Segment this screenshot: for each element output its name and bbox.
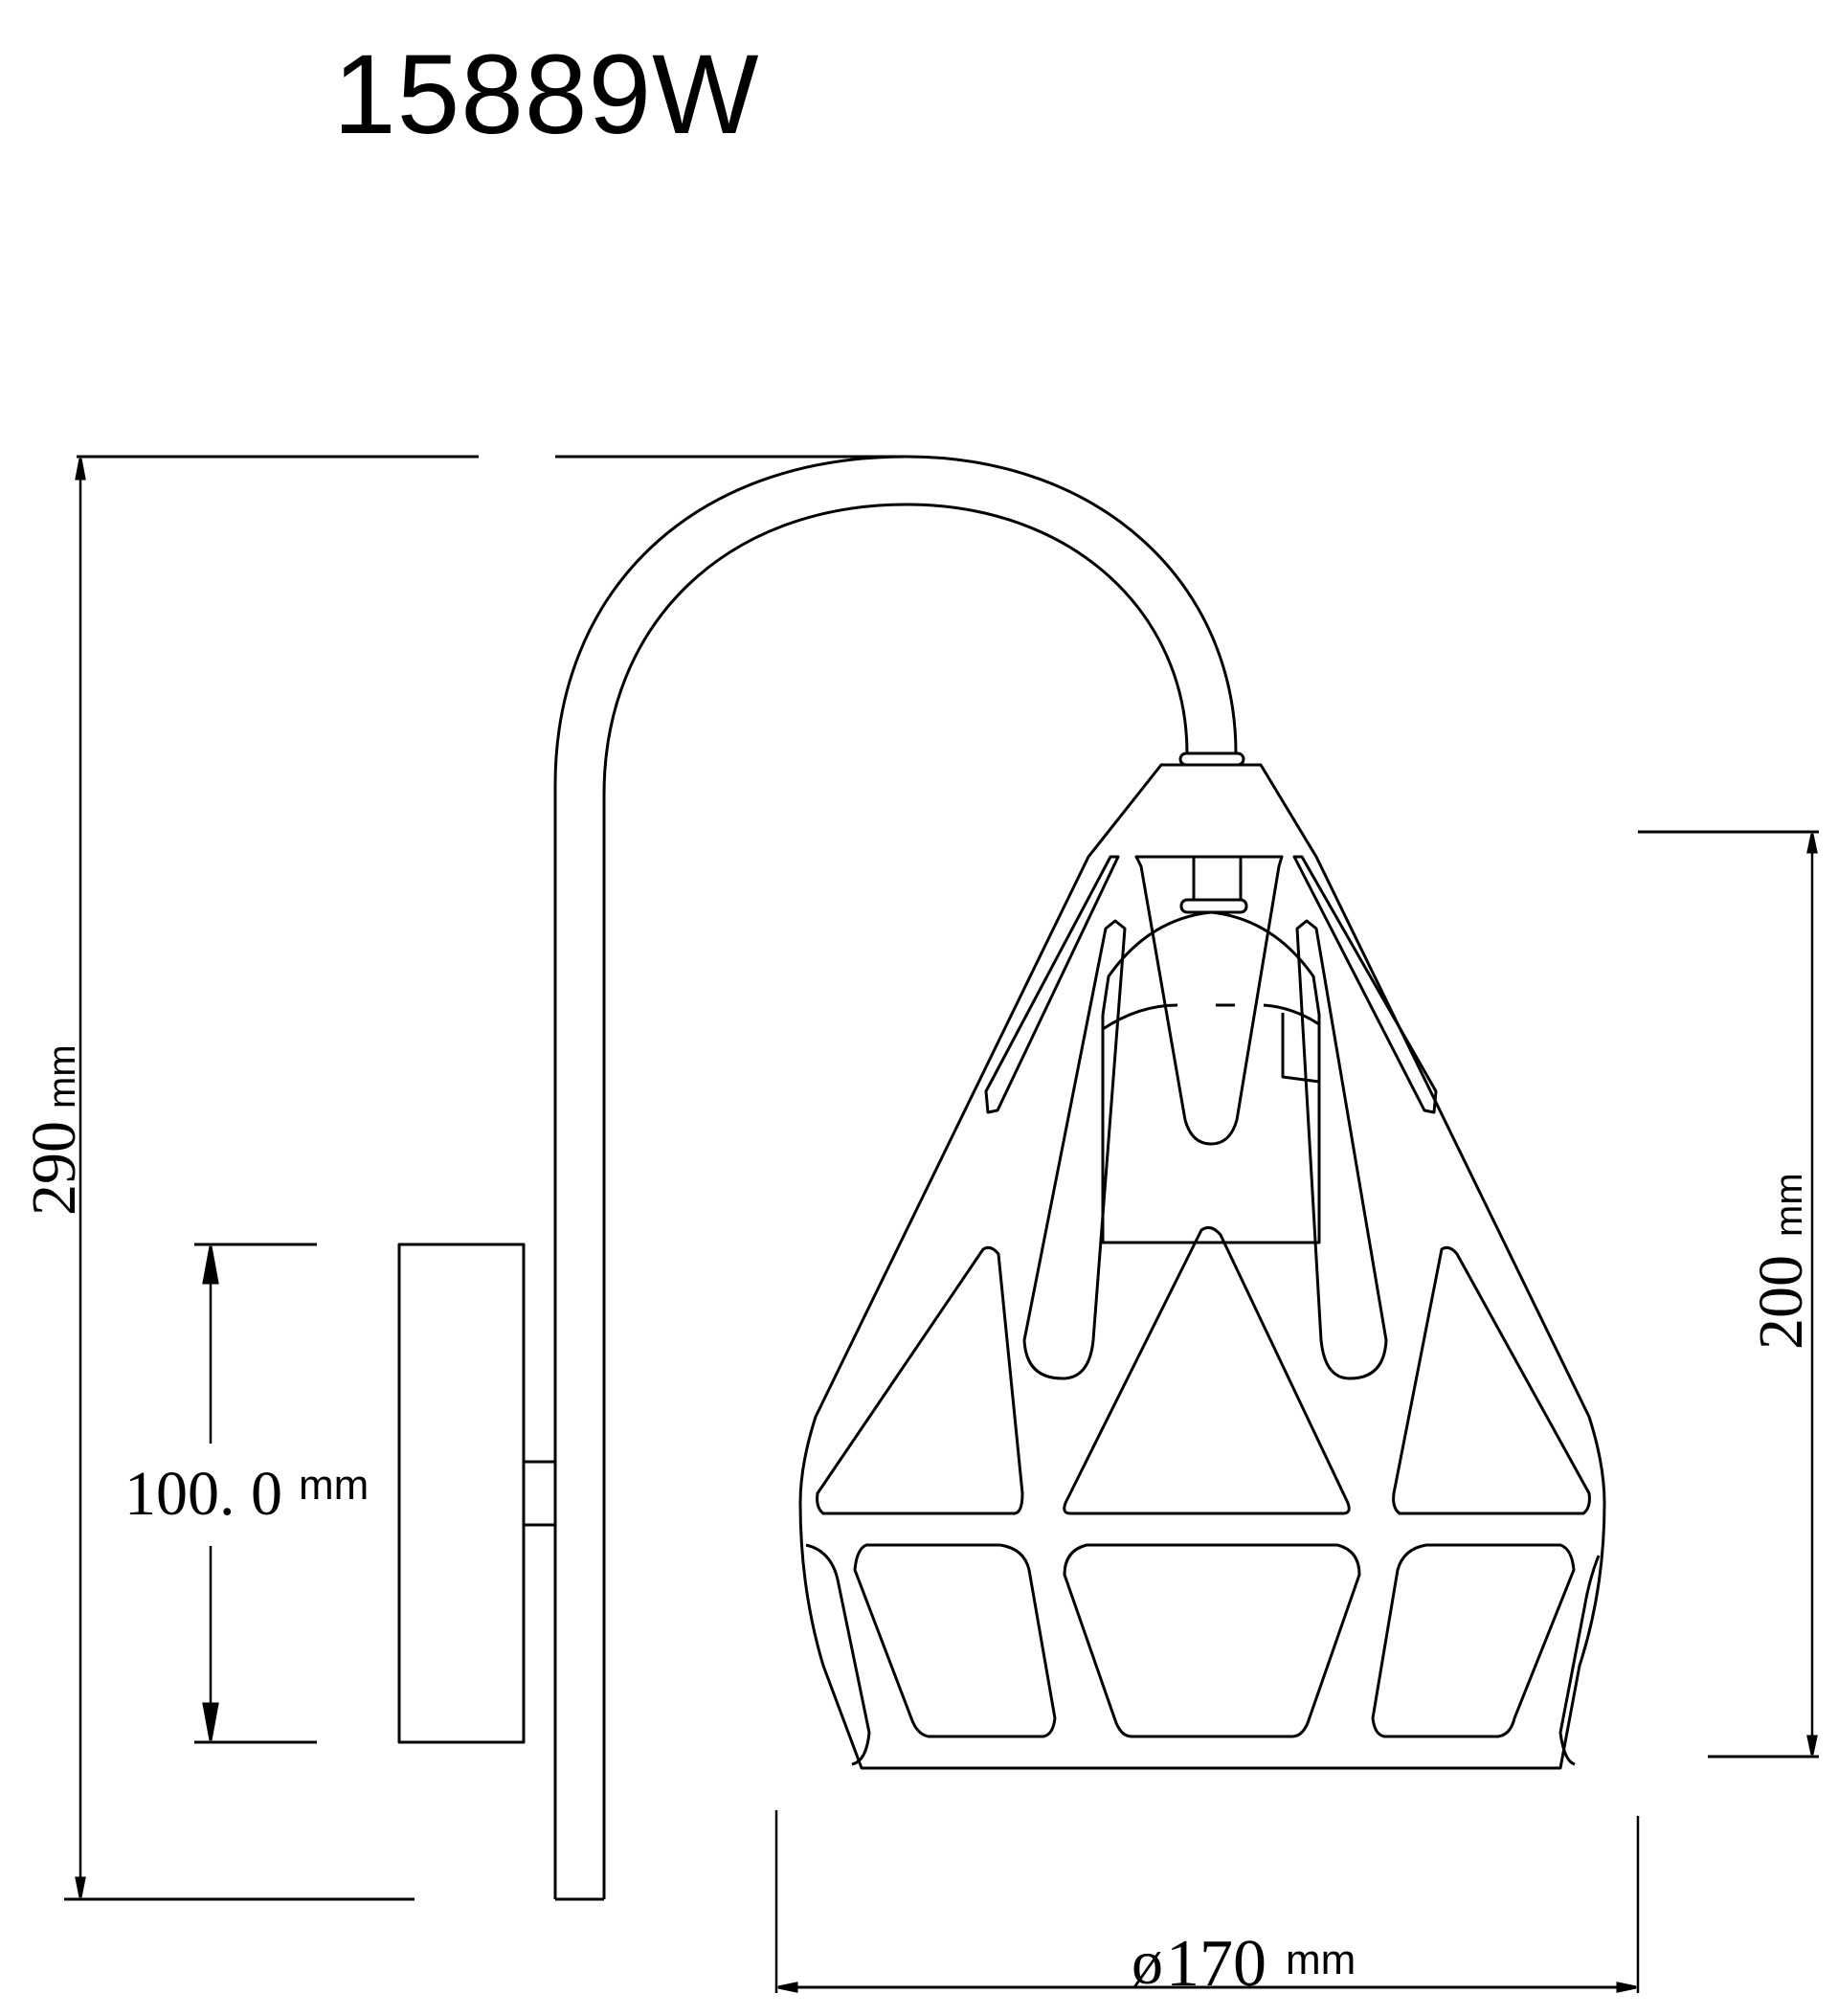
- shade-edge-right: [1558, 1555, 1601, 1766]
- shade-height-value: 200: [1746, 1255, 1816, 1350]
- shade-diameter-symbol: ø: [1132, 1928, 1163, 1998]
- dim-text-overall-height: 290 mm: [19, 1044, 89, 1216]
- shade-opening-tri-right: [1392, 1245, 1591, 1515]
- lamp-holder: [1101, 855, 1321, 1244]
- dimension-lines: [64, 455, 1819, 1993]
- cage-shade-outline: [798, 763, 1606, 1770]
- shade-diameter-unit: mm: [1286, 1937, 1356, 1983]
- fixture: [397, 455, 1606, 1901]
- shade-rib-left: [1022, 919, 1127, 1380]
- dim-text-backplate-height: 100. 0 mm: [124, 1459, 369, 1529]
- shade-opening-tri-center: [1063, 1225, 1351, 1515]
- wall-backplate: [397, 1243, 526, 1744]
- model-number-title: 15889W: [333, 32, 760, 158]
- shade-opening-tri-left: [816, 1245, 1024, 1515]
- dim-shade-diameter: [774, 1810, 1640, 1993]
- overall-height-unit: mm: [41, 1044, 83, 1109]
- overall-height-value: 290: [19, 1121, 89, 1216]
- shade-rib-right: [1295, 919, 1388, 1380]
- connector: [522, 1460, 557, 1527]
- arm-ferrule: [1178, 751, 1245, 767]
- backplate-height-value: 100. 0: [124, 1459, 282, 1529]
- dim-text-shade-diameter: ø 170 mm: [1132, 1927, 1356, 2001]
- dim-text-shade-height: 200 mm: [1746, 1173, 1816, 1350]
- shade-slot-left: [984, 855, 1120, 1114]
- shade-opening-trap-right: [1371, 1543, 1576, 1738]
- shade-slot-right: [1292, 855, 1438, 1114]
- dim-backplate-height: [194, 1243, 317, 1744]
- shade-opening-trap-left: [853, 1543, 1057, 1738]
- dim-shade-height: [1638, 830, 1819, 1758]
- backplate-height-unit: mm: [299, 1462, 369, 1509]
- dim-overall-height: [64, 455, 907, 1901]
- shade-edge-left: [805, 1543, 871, 1766]
- curved-arm: [553, 455, 1238, 1901]
- shade-diameter-value: 170: [1166, 1927, 1266, 2001]
- shade-height-unit: mm: [1768, 1173, 1810, 1237]
- shade-opening-trap-center: [1063, 1543, 1361, 1738]
